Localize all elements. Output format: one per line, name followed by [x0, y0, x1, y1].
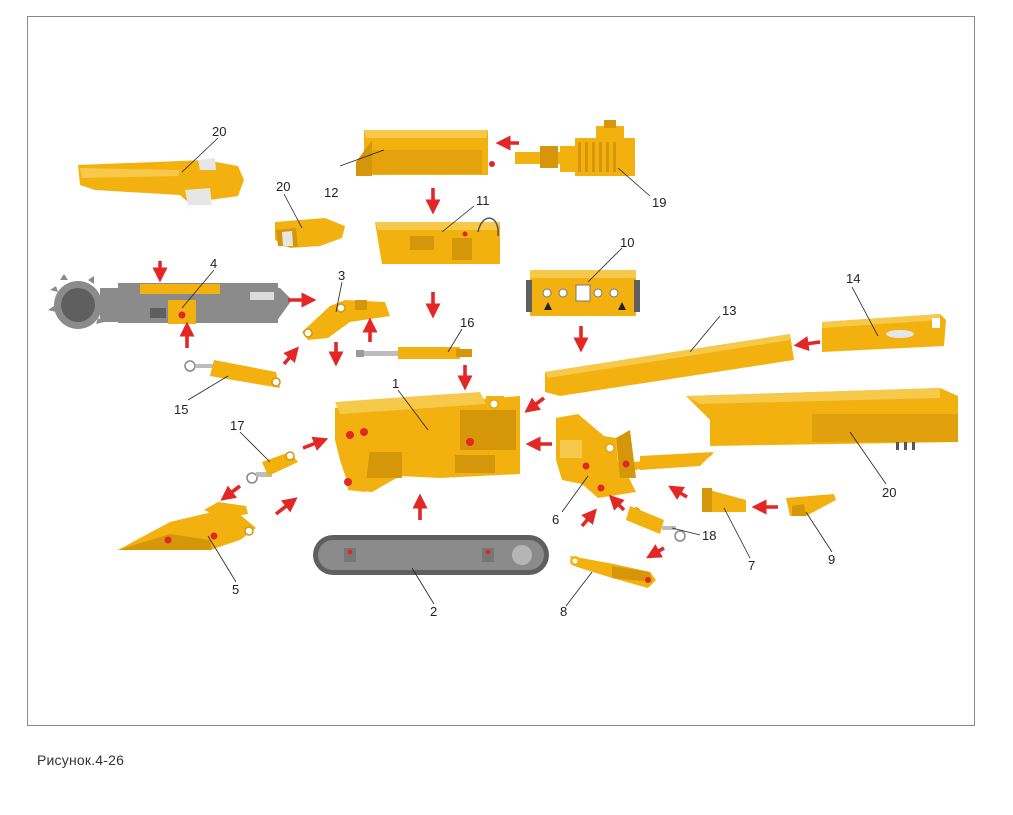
label-4: 4 — [210, 256, 217, 271]
label-3: 3 — [338, 268, 345, 283]
part-15-cylinder — [184, 360, 281, 388]
arrow-17-to-1 — [302, 436, 329, 451]
label-15: 15 — [174, 402, 188, 417]
part-2-crawler-track — [313, 535, 549, 575]
part-5-shovel — [118, 502, 256, 550]
label-13: 13 — [722, 303, 736, 318]
part-14-conveyor-end — [822, 314, 946, 352]
label-5: 5 — [232, 582, 239, 597]
label-10: 10 — [620, 235, 634, 250]
part-labels: 20 20 12 19 11 10 14 13 4 3 16 15 1 17 5… — [174, 124, 896, 619]
arrow-17-to-5 — [220, 484, 242, 501]
label-20a: 20 — [212, 124, 226, 139]
label-18: 18 — [702, 528, 716, 543]
arrow-14-to-13 — [793, 336, 821, 352]
part-11-hydraulic-box — [375, 217, 500, 264]
part-19-motor-pump — [515, 120, 635, 176]
part-4-cutting-boom — [48, 274, 292, 329]
label-11: 11 — [476, 193, 490, 208]
label-6: 6 — [552, 512, 559, 527]
figure-caption: Рисунок.4-26 — [37, 752, 125, 768]
label-9: 9 — [828, 552, 835, 567]
leader-lines — [181, 137, 887, 607]
label-12: 12 — [324, 185, 338, 200]
arrow-7-to-6 — [668, 485, 688, 500]
part-18-cylinder — [626, 506, 686, 542]
figure-frame — [27, 16, 975, 726]
part-3-bracket — [302, 300, 390, 340]
label-16: 16 — [460, 315, 474, 330]
part-16-cylinder — [356, 347, 472, 359]
arrow-18-to-6 — [608, 494, 626, 512]
arrow-13-to-1 — [524, 396, 546, 413]
arrow-into-8 — [646, 544, 665, 559]
part-10-electric-box — [526, 270, 640, 316]
label-20b: 20 — [276, 179, 290, 194]
part-20-base-frame — [686, 388, 958, 450]
part-1-main-frame — [335, 392, 520, 492]
assembly-arrows — [152, 135, 821, 559]
label-20c: 20 — [882, 485, 896, 500]
label-14: 14 — [846, 271, 860, 286]
part-17-cylinder — [246, 451, 298, 484]
arrow-8-to-6 — [580, 508, 597, 528]
part-7-bracket — [702, 488, 746, 512]
arrow-5-to-1 — [274, 497, 298, 516]
part-8-loader-arm — [570, 556, 656, 588]
part-12-upper-box — [356, 130, 495, 176]
label-1: 1 — [392, 376, 399, 391]
label-7: 7 — [748, 558, 755, 573]
label-19: 19 — [652, 195, 666, 210]
part-20-plate — [275, 218, 345, 248]
part-20-cover-left — [78, 158, 244, 205]
part-9-scraper-plate — [786, 494, 836, 516]
label-2: 2 — [430, 604, 437, 619]
part-6-loader-frame — [556, 414, 714, 498]
arrow-15-to-3 — [282, 346, 299, 366]
part-13-conveyor — [545, 334, 794, 396]
label-17: 17 — [230, 418, 244, 433]
label-8: 8 — [560, 604, 567, 619]
